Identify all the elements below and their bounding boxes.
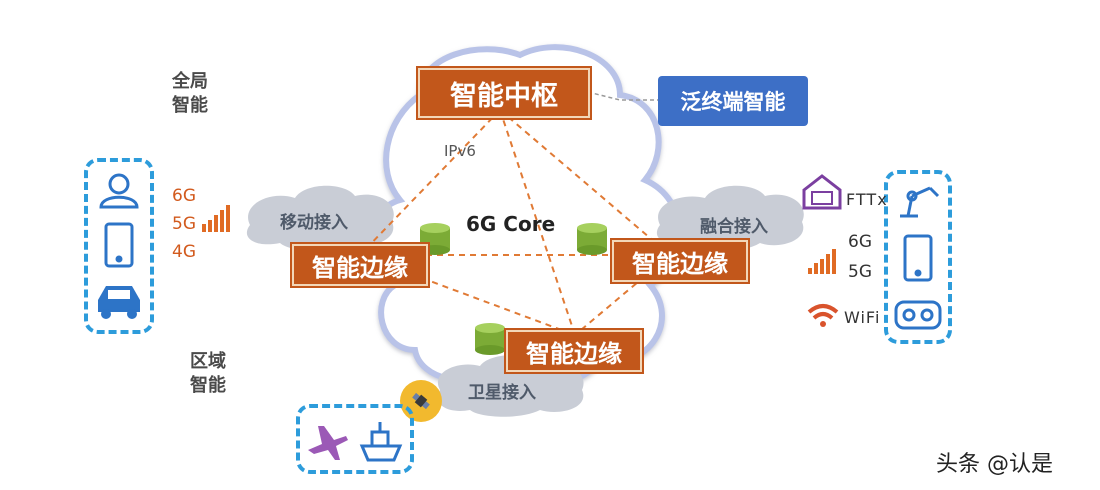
wifi-icon (807, 304, 839, 327)
airplane-icon (308, 426, 348, 460)
phone-icon-right (903, 234, 933, 282)
user-icon (99, 173, 139, 209)
6g-core-label: 6G Core (466, 212, 556, 236)
global-line2: 智能 (172, 95, 208, 116)
mobile-access-label: 移动接入 (280, 213, 348, 233)
database-cylinder-bottom (475, 323, 505, 355)
regional-line1: 区域 (190, 351, 226, 372)
satellite-access-label: 卫星接入 (468, 383, 536, 403)
regional-line2: 智能 (190, 375, 226, 396)
intelligent-edge-right: 智能边缘 (612, 240, 748, 282)
global-line1: 全局 (172, 71, 208, 92)
mobile-access-cloud (246, 185, 394, 251)
home-network-icon (802, 174, 842, 210)
transport-panel (296, 404, 414, 474)
right-devices (894, 186, 942, 330)
wifi-label: WiFi (844, 308, 881, 327)
right-device-panel (884, 170, 952, 344)
signal-bars-icon-left (202, 204, 230, 232)
intelligent-hub-box: 智能中枢 (418, 68, 590, 118)
database-cylinder-right (577, 223, 607, 255)
band-4g-left: 4G (172, 242, 196, 262)
band-6g-right: 6G (848, 232, 872, 252)
car-icon (98, 286, 140, 319)
ipv6-label: IPv6 (444, 142, 476, 160)
hub-terminal-link (587, 91, 658, 101)
fusion-access-cloud (656, 185, 804, 251)
global-intelligence-label: 全局 智能 (172, 70, 208, 118)
left-devices (98, 173, 140, 319)
vr-headset-icon (894, 300, 942, 330)
fttx-label: FTTx (846, 190, 888, 209)
robot-arm-icon (900, 186, 940, 218)
fusion-access-label: 融合接入 (700, 217, 768, 237)
signal-bars-icon-right (808, 248, 836, 274)
band-5g-right: 5G (848, 262, 872, 282)
intelligent-edge-left: 智能边缘 (292, 244, 428, 286)
regional-intelligence-label: 区域 智能 (190, 350, 226, 398)
band-5g-left: 5G (172, 214, 196, 234)
transport-devices (308, 422, 403, 462)
intelligent-edge-bottom: 智能边缘 (506, 330, 642, 372)
left-device-panel (84, 158, 154, 334)
pan-terminal-box: 泛终端智能 (658, 76, 808, 126)
phone-icon (104, 222, 134, 268)
watermark: 头条 @认是 (936, 452, 1053, 477)
ship-icon (359, 422, 403, 462)
band-6g-left: 6G (172, 186, 196, 206)
